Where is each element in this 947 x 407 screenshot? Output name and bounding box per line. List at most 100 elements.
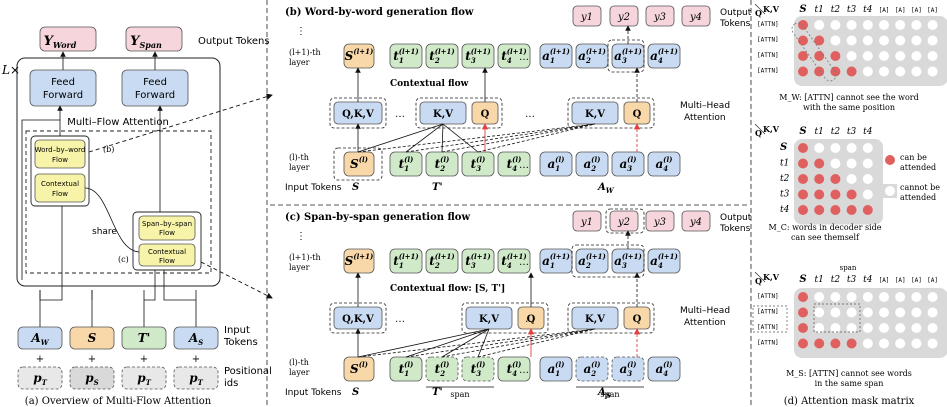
- layer-bot-l2: layer: [289, 368, 310, 377]
- mask-cell: [846, 292, 857, 302]
- output-tokens-l2: Tokens: [719, 224, 751, 234]
- mask-cell: [927, 51, 938, 61]
- mask-cell: [830, 205, 841, 215]
- layer-top-l2: layer: [289, 58, 310, 67]
- svg-text:a1(l): a1(l): [548, 155, 565, 173]
- bot-a3: a3(l): [611, 356, 645, 382]
- svg-text:pS: pS: [85, 371, 98, 387]
- mask-cell: [862, 51, 873, 61]
- mask-cell: [862, 338, 873, 349]
- bot-t4: t4(l): [497, 151, 531, 177]
- col-header: [A]: [927, 7, 938, 14]
- attn-1-q: Q: [471, 101, 499, 125]
- mask-cell: [798, 158, 808, 169]
- attn-2-q: Q: [623, 306, 651, 330]
- mask-cell: [814, 292, 825, 302]
- input-token-1: S: [69, 326, 115, 350]
- output-tokens-l1: Output: [720, 213, 752, 223]
- col-header: [A]: [911, 277, 922, 284]
- mask-cell: [798, 20, 808, 30]
- ms-caption-l1: M_S: [ATTN] cannot see words: [786, 369, 912, 378]
- contextual-flow: Contextual flow: [390, 79, 469, 89]
- mark-b: (b): [103, 145, 114, 154]
- s-label: S: [352, 182, 359, 193]
- svg-text:AW: AW: [30, 331, 49, 347]
- mw-caption-l2: with the same position: [803, 103, 895, 112]
- bot-a1: a1(l): [539, 151, 573, 177]
- legend-cannot-l1: cannot be: [900, 183, 940, 192]
- span-label: span: [840, 264, 857, 272]
- attn-2-kv: K,V: [571, 306, 619, 330]
- output-0: y1: [572, 210, 602, 232]
- svg-text:AS: AS: [188, 331, 203, 347]
- mask-cell: [911, 20, 922, 30]
- mc-row: t1: [780, 159, 789, 169]
- y-word-label: YWord: [44, 34, 77, 50]
- mc-caption-l2: can see themself: [791, 233, 860, 242]
- bot-t3: t3(l): [461, 151, 495, 177]
- mask-cell: [846, 66, 857, 77]
- mask-cell: [895, 323, 906, 333]
- svg-text:K,V: K,V: [479, 314, 499, 325]
- svg-text:t1(l+1): t1(l+1): [393, 47, 418, 65]
- mha-l2: Attention: [684, 318, 726, 328]
- span-2: span: [600, 390, 619, 399]
- a-label: AW: [597, 182, 615, 195]
- mc-row: t3: [780, 190, 790, 200]
- mask-cell: [798, 323, 808, 333]
- mask-cell: [927, 292, 938, 302]
- svg-text:S(l): S(l): [350, 155, 368, 171]
- col-header: [A]: [879, 7, 890, 14]
- output-1: y2: [609, 210, 639, 232]
- mask-cell: [798, 189, 808, 200]
- mask-cell: [927, 307, 938, 318]
- ms-row: [ATTN]: [757, 309, 779, 316]
- ellipsis-top: …: [519, 52, 529, 63]
- mask-cell: [927, 338, 938, 349]
- svg-text:y4: y4: [689, 12, 702, 23]
- mask-cell: [862, 205, 873, 215]
- mha-l1: Multi–Head: [680, 306, 730, 316]
- ff-left-l2: Forward: [43, 90, 83, 101]
- mask-cell: [814, 307, 825, 318]
- top-t3: t3(l+1): [461, 43, 495, 69]
- ellipsis-bot: …: [519, 365, 529, 376]
- mask-cell: [879, 35, 889, 46]
- sbs-l2: Flow: [159, 229, 175, 237]
- s-label: S: [352, 387, 359, 398]
- kv-label: K,V: [763, 272, 780, 282]
- svg-text:a2(l): a2(l): [584, 155, 601, 173]
- svg-text:a4(l): a4(l): [656, 360, 673, 378]
- svg-text:K,V: K,V: [585, 109, 605, 120]
- mask-cell: [927, 20, 938, 30]
- output-3: y4: [681, 5, 711, 27]
- ms-row: [ATTN]: [757, 340, 779, 347]
- svg-text:a2(l+1): a2(l+1): [578, 47, 606, 65]
- mask-cell: [846, 307, 857, 318]
- mask-cell: [862, 174, 873, 184]
- mask-cell: [798, 205, 808, 215]
- svg-text:Q: Q: [481, 109, 490, 120]
- svg-text:t1(l): t1(l): [399, 360, 414, 378]
- mask-cell: [830, 174, 841, 184]
- svg-text:S(l+1): S(l+1): [345, 47, 374, 63]
- attn-row: [ATTN]: [757, 68, 779, 75]
- mask-cell: [830, 307, 841, 318]
- mask-cell: [895, 292, 906, 302]
- caption-d: (d) Attention mask matrix: [784, 396, 915, 407]
- input-tokens-l1: Input: [224, 325, 250, 336]
- svg-text:K,V: K,V: [585, 314, 605, 325]
- positional-l1: Positional: [224, 366, 272, 377]
- top-t4: t4(l+1): [497, 43, 531, 69]
- input-tokens: Input Tokens: [285, 388, 342, 398]
- col-header: t4: [863, 5, 873, 15]
- mask-cell: [798, 143, 808, 153]
- svg-text:K,V: K,V: [433, 109, 453, 120]
- top-t2: t2(l+1): [425, 248, 459, 274]
- ctx-right-l2: Flow: [159, 257, 175, 265]
- ctx-left-l1: Contextual: [41, 180, 79, 188]
- mask-cell: [895, 338, 906, 349]
- input-token-2: T': [121, 326, 167, 350]
- legend-can-icon: [885, 155, 895, 165]
- mask-cell: [830, 143, 841, 153]
